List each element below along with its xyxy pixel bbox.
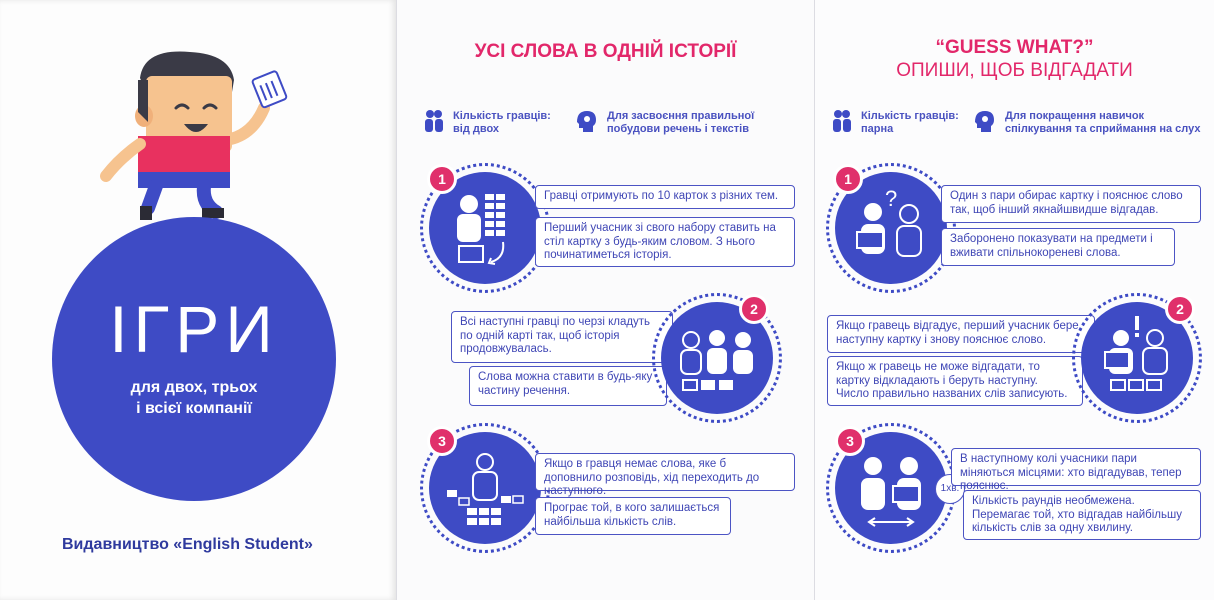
game2-step3-text1: В наступному колі учасники пари міняютьс… xyxy=(951,448,1201,492)
game1-purpose: Для засвоєння правильної побудови речень… xyxy=(607,110,754,136)
cover-subtitle: для двох, трьох і всієї компанії xyxy=(52,377,336,419)
step-number: 3 xyxy=(835,426,865,456)
game2-step3: 3 xyxy=(826,423,956,553)
game1-players: Кількість гравців: від двох xyxy=(453,110,551,136)
game1-title: УСІ СЛОВА В ОДНІЙ ІСТОРІЇ xyxy=(474,41,737,62)
game1-step2-text1: Всі наступні гравці по черзі кладуть по … xyxy=(451,311,673,363)
game2-step1: ? 1 xyxy=(826,163,956,293)
game1-step3-text2: Програє той, в кого залишається найбільш… xyxy=(535,497,731,535)
game2-step2: 2 xyxy=(1072,293,1202,423)
head-icon xyxy=(577,111,596,132)
game1-step1: 1 xyxy=(420,163,550,293)
publisher: Видавництво «English Student» xyxy=(62,536,313,553)
players-icon xyxy=(425,110,443,132)
mascot-illustration xyxy=(100,51,288,220)
cover-panel: ІГРИ для двох, трьох і всієї компанії Ви… xyxy=(0,0,396,600)
swap-icon xyxy=(861,457,921,527)
game2-step2-text2: Якщо ж гравець не може відгадати, то кар… xyxy=(827,356,1083,406)
players-value: парна xyxy=(861,123,894,135)
head-icon xyxy=(975,111,994,132)
step-number: 2 xyxy=(1165,294,1195,324)
game1-step1-text2: Перший учасник зі свого набору ставить н… xyxy=(535,217,795,267)
cover-title: ІГРИ xyxy=(109,292,279,366)
game2-step1-text2: Заборонено показувати на предмети і вжив… xyxy=(941,228,1175,266)
game2-step1-text1: Один з пари обирає картку і пояснює слов… xyxy=(941,185,1201,223)
game1-step3: 3 xyxy=(420,423,550,553)
game2-title-line1: “GUESS WHAT?” xyxy=(935,37,1094,58)
players-value: від двох xyxy=(453,123,500,135)
players-table-icon xyxy=(447,453,524,525)
exclamation-icon xyxy=(1104,316,1168,391)
step2-illustration xyxy=(1081,302,1193,414)
group-icon xyxy=(680,330,753,391)
players-label: Кількість гравців: xyxy=(453,110,551,122)
title-circle: ІГРИ для двох, трьох і всієї компанії xyxy=(52,217,336,501)
players-label: Кількість гравців: xyxy=(861,110,959,122)
players-icon xyxy=(833,110,851,132)
step3-illustration xyxy=(429,432,541,544)
question-icon: ? xyxy=(856,186,922,257)
cover-subtitle-line2: і всієї компанії xyxy=(136,400,252,417)
game1-step2-text2: Слова можна ставити в будь-яку частину р… xyxy=(469,366,667,406)
game2-purpose: Для покращення навичок спілкування та сп… xyxy=(1005,110,1201,136)
game1-panel: УСІ СЛОВА В ОДНІЙ ІСТОРІЇ Кількість грав… xyxy=(396,0,814,600)
game1-step3-text1: Якщо в гравця немає слова, яке б доповни… xyxy=(535,453,795,497)
game2-step2-text1: Якщо гравець відгадує, перший учасник бе… xyxy=(827,315,1095,353)
purpose-line2: побудови речень і текстів xyxy=(607,123,749,135)
game2-title-line2: ОПИШИ, ЩОБ ВІДГАДАТИ xyxy=(896,60,1133,81)
step-number: 1 xyxy=(833,164,863,194)
game1-step1-text1: Гравці отримують по 10 карток з різних т… xyxy=(535,185,795,209)
purpose-line1: Для покращення навичок xyxy=(1005,110,1145,122)
cover-subtitle-line1: для двох, трьох xyxy=(130,379,258,396)
step-number: 3 xyxy=(427,426,457,456)
game2-panel: “GUESS WHAT?” ОПИШИ, ЩОБ ВІДГАДАТИ Кільк… xyxy=(814,0,1214,600)
step-number: 2 xyxy=(739,294,769,324)
game1-step2: 2 xyxy=(652,293,782,423)
purpose-line2: спілкування та сприймання на слух xyxy=(1005,123,1201,135)
game2-step3-text2: Кількість раундів необмежена. Перемагає … xyxy=(963,490,1201,540)
game2-players: Кількість гравців: парна xyxy=(861,110,959,136)
step-number: 1 xyxy=(427,164,457,194)
svg-text:?: ? xyxy=(885,186,897,211)
purpose-line1: Для засвоєння правильної xyxy=(607,110,755,122)
cards-icon xyxy=(457,194,505,265)
